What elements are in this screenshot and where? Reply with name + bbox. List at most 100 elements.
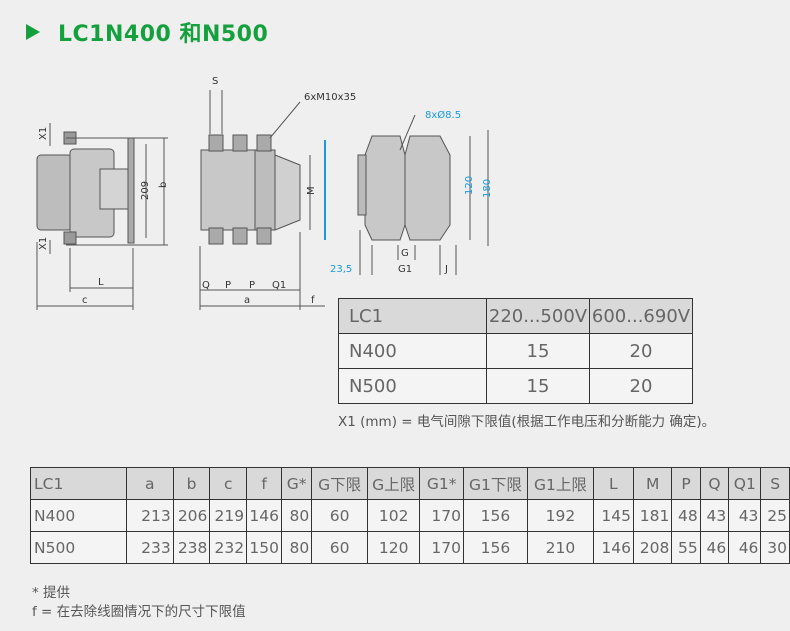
dim-c-label: c <box>82 295 88 306</box>
cell: 206 <box>172 499 211 532</box>
cell: 208 <box>632 531 673 564</box>
clearance-note: X1 (mm) = 电气间隙下限值(根据工作电压和分断能力 确定)。 <box>338 414 716 430</box>
side-view <box>36 123 168 310</box>
header-cell: S <box>760 467 790 500</box>
header-cell: Q <box>699 467 730 500</box>
cell: 15 <box>486 333 590 369</box>
header-cell: LC1 <box>30 467 127 500</box>
cell: 146 <box>592 531 634 564</box>
title-text: LC1N400 和N500 <box>58 22 269 47</box>
cell: 43 <box>728 499 762 532</box>
cell: 46 <box>728 531 762 564</box>
header-cell: G1* <box>419 467 464 500</box>
cell: 233 <box>125 531 174 564</box>
cell: 181 <box>632 499 673 532</box>
dim-G1-label: G1 <box>398 264 412 275</box>
cell: N400 <box>30 499 127 532</box>
dim-L-label: L <box>98 277 104 288</box>
dim-23-5-label: 23,5 <box>330 264 352 275</box>
dim-Q1-label: Q1 <box>272 280 286 291</box>
play-triangle-icon <box>26 24 40 40</box>
dim-G-label: G <box>401 248 409 259</box>
header-cell: M <box>632 467 673 500</box>
dimension-drawing: X1 X1 209 b L c S 6xM10x35 M Q P P Q1 a <box>36 76 493 310</box>
cell: 80 <box>281 499 313 532</box>
cell: 213 <box>125 499 174 532</box>
dim-f-label: f <box>311 295 315 306</box>
front-view-labels: S 6xM10x35 M Q P P Q1 a f <box>202 76 356 306</box>
mounting-view-labels: 8xØ8.5 120 180 G G1 J 23,5 <box>330 109 493 275</box>
cell: 30 <box>760 531 790 564</box>
cell: 232 <box>209 531 248 564</box>
header-cell: G1下限 <box>462 467 529 500</box>
cell: 60 <box>311 531 368 564</box>
cell: 46 <box>699 531 730 564</box>
dim-M-label: M <box>306 186 317 195</box>
cell: 20 <box>589 368 693 404</box>
dim-a-label: a <box>244 295 250 306</box>
cell: 156 <box>462 531 529 564</box>
cell: 20 <box>589 333 693 369</box>
cell: N500 <box>338 368 487 404</box>
footnote-f: f = 在去除线圈情况下的尺寸下限值 <box>32 604 246 620</box>
cell: 25 <box>760 499 790 532</box>
cell: 156 <box>462 499 529 532</box>
cell: 145 <box>592 499 634 532</box>
holes-label: 8xØ8.5 <box>425 109 461 121</box>
screw-label: 6xM10x35 <box>304 92 356 103</box>
dim-P1-label: P <box>225 280 231 291</box>
cell: N500 <box>30 531 127 564</box>
header-cell: 600...690V <box>589 298 693 334</box>
dim-180-label: 180 <box>482 179 493 198</box>
cell: 43 <box>699 499 730 532</box>
cell: 120 <box>366 531 421 564</box>
clearance-table: LC1 220...500V 600...690V N400 15 20 N50… <box>338 298 693 404</box>
side-view-labels: X1 X1 209 b L c <box>38 127 169 306</box>
cell: 60 <box>311 499 368 532</box>
dim-b-label: b <box>158 182 169 188</box>
dim-Q-label: Q <box>202 280 210 291</box>
dim-209-label: 209 <box>140 181 151 200</box>
cell: 15 <box>486 368 590 404</box>
table-row: N500 15 20 <box>338 368 693 404</box>
table-header-row: LC1 220...500V 600...690V <box>338 298 693 334</box>
cell: 146 <box>246 499 283 532</box>
header-cell: c <box>209 467 248 500</box>
cell: 150 <box>246 531 283 564</box>
table-row: N400 15 20 <box>338 333 693 369</box>
header-cell: b <box>172 467 211 500</box>
cell: 170 <box>419 531 464 564</box>
dim-120-label: 120 <box>464 176 475 195</box>
cell: N400 <box>338 333 487 369</box>
cell: 170 <box>419 499 464 532</box>
header-cell: 220...500V <box>486 298 590 334</box>
header-cell: Q1 <box>728 467 762 500</box>
cell: 219 <box>209 499 248 532</box>
header-cell: L <box>592 467 634 500</box>
dim-P2-label: P <box>249 280 255 291</box>
header-cell: G上限 <box>366 467 421 500</box>
cell: 55 <box>671 531 701 564</box>
footnote-supplied: * 提供 <box>32 585 71 601</box>
page-title: LC1N400 和N500 <box>26 16 268 48</box>
cell: 238 <box>172 531 211 564</box>
header-cell: P <box>671 467 701 500</box>
dim-J-label: J <box>444 264 448 275</box>
cell: 192 <box>527 499 594 532</box>
mounting-view <box>357 114 489 275</box>
cell: 80 <box>281 531 313 564</box>
header-cell: G1上限 <box>527 467 594 500</box>
header-cell: G下限 <box>311 467 368 500</box>
dim-S-label: S <box>212 76 218 87</box>
cell: 48 <box>671 499 701 532</box>
cell: 210 <box>527 531 594 564</box>
header-cell: LC1 <box>338 298 487 334</box>
header-cell: a <box>125 467 174 500</box>
front-view <box>199 90 325 310</box>
x1-top-label: X1 <box>38 127 49 140</box>
header-cell: G* <box>281 467 313 500</box>
